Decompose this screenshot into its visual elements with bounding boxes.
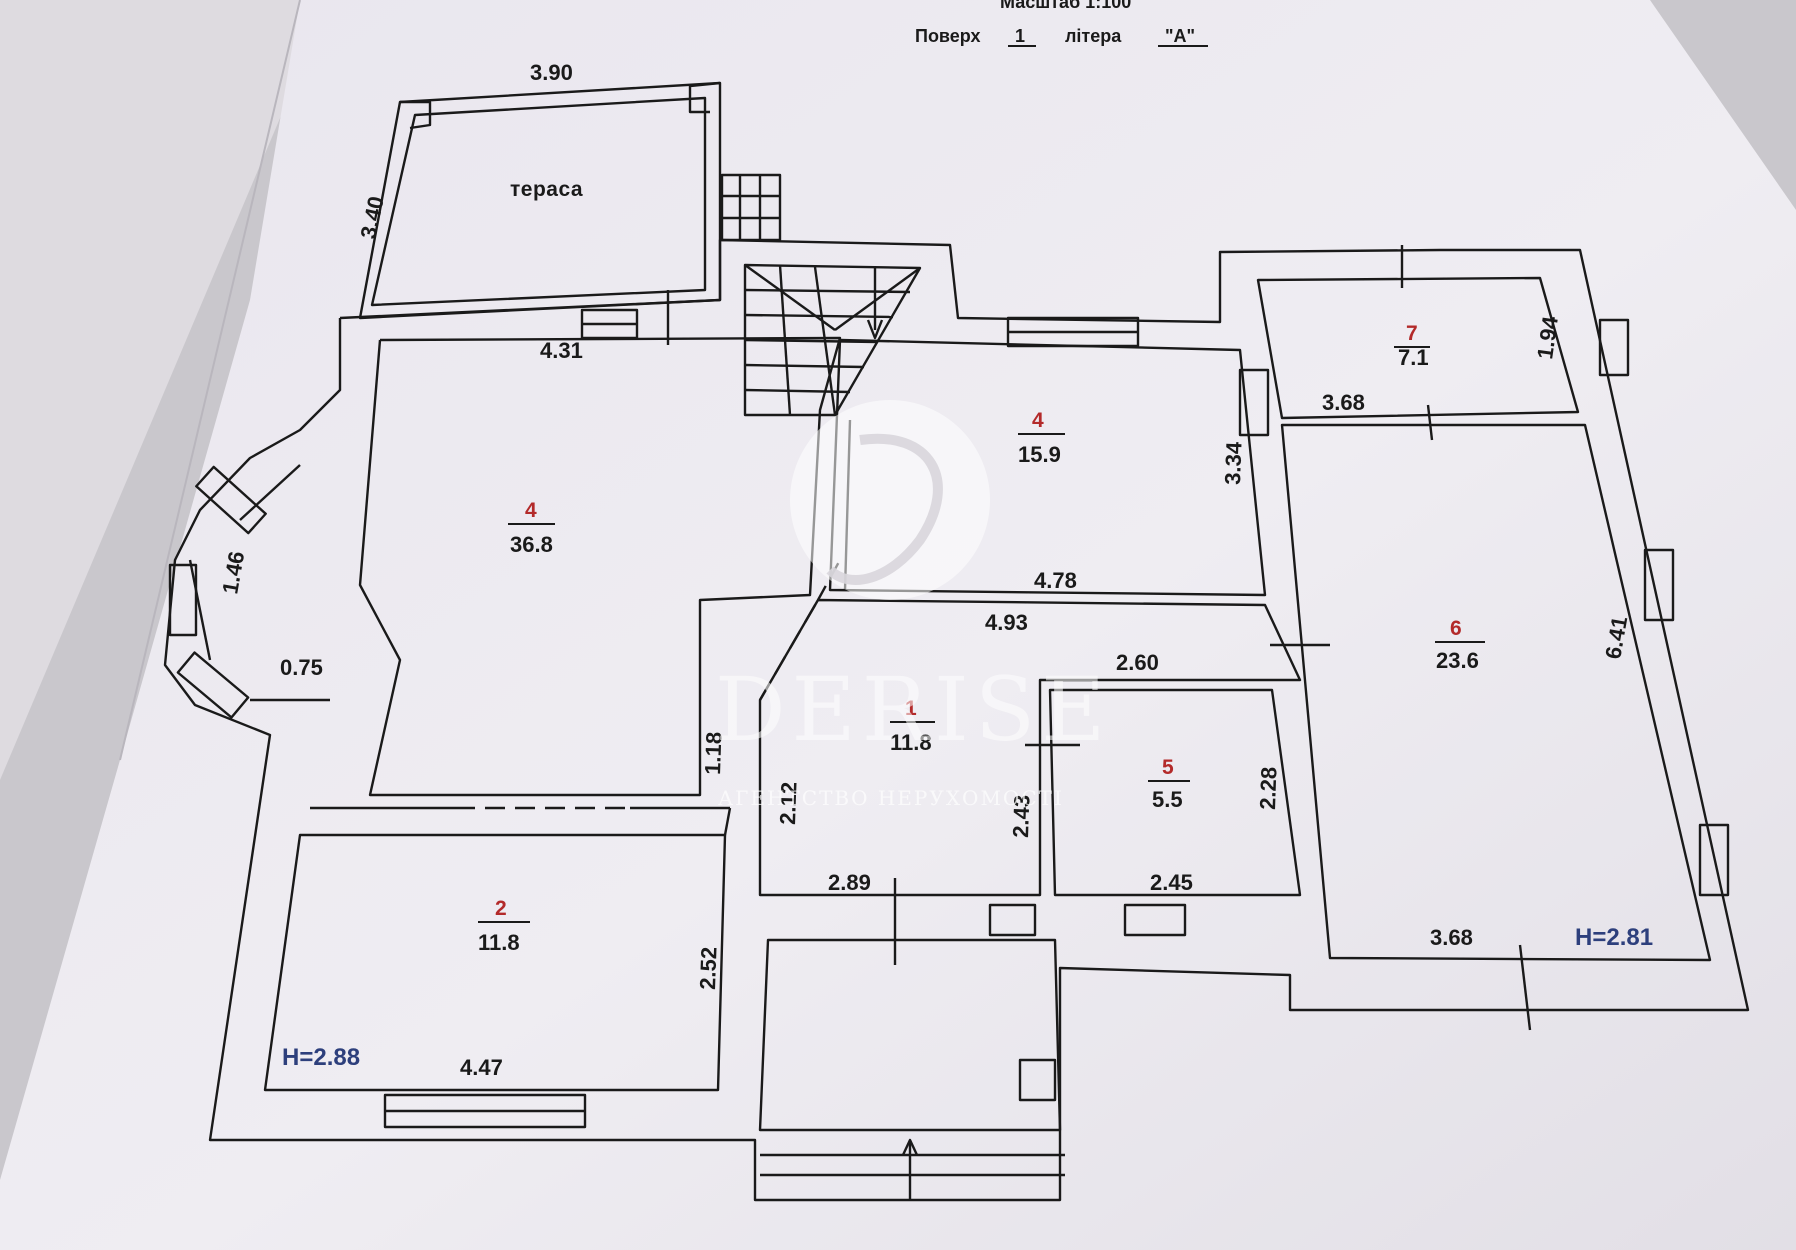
svg-text:11.8: 11.8 — [478, 930, 520, 955]
dim-terrace-width: 3.90 — [530, 60, 573, 85]
letter-label: літера — [1065, 26, 1122, 46]
dim-2-60: 2.60 — [1116, 650, 1159, 675]
dim-3-68-bottom: 3.68 — [1430, 925, 1473, 950]
dim-4-78: 4.78 — [1034, 568, 1077, 593]
sheet-edge — [119, 0, 301, 761]
floor-label: Поверх — [915, 26, 981, 46]
plan-labels: тераса 3.90 3.40 4.31 1.46 0.75 1.18 2.5… — [217, 60, 1653, 1080]
svg-text:15.9: 15.9 — [1018, 442, 1061, 467]
height-left: H=2.88 — [282, 1044, 360, 1071]
dim-3-68-top: 3.68 — [1322, 390, 1365, 415]
plan-walls — [163, 81, 1750, 1202]
dim-1-18: 1.18 — [700, 732, 726, 776]
room-label-4-small: 4 15.9 — [1018, 409, 1065, 467]
svg-text:7.1: 7.1 — [1398, 345, 1429, 370]
dim-2-45: 2.45 — [1150, 870, 1193, 895]
outer-wall — [163, 238, 1750, 1202]
room-6 — [1280, 423, 1712, 962]
room-5 — [1048, 688, 1302, 897]
terrace-label: тераса — [510, 178, 583, 201]
under-sheet — [0, 0, 330, 780]
room-1 — [758, 598, 1302, 897]
svg-text:2: 2 — [495, 897, 507, 920]
watermark-brand: DERISE — [715, 658, 1111, 761]
svg-text:11.8: 11.8 — [890, 730, 932, 755]
dim-2-89: 2.89 — [828, 870, 871, 895]
room-label-7: 7 7.1 — [1394, 322, 1430, 370]
letter-value: "А" — [1165, 26, 1195, 46]
dim-3-34: 3.34 — [1220, 441, 1247, 485]
svg-text:4: 4 — [525, 499, 537, 522]
dim-0-75: 0.75 — [280, 655, 323, 680]
svg-text:7: 7 — [1406, 322, 1418, 345]
svg-text:5: 5 — [1162, 756, 1174, 779]
room-label-5: 5 5.5 — [1148, 756, 1190, 812]
dim-2-12: 2.12 — [775, 782, 801, 826]
svg-text:36.8: 36.8 — [510, 532, 553, 557]
header: Масштаб 1:100 Поверх 1 літера "А" — [915, 0, 1208, 47]
room-label-6: 6 23.6 — [1435, 617, 1485, 673]
room-label-2: 2 11.8 — [478, 897, 530, 955]
dim-2-28: 2.28 — [1255, 767, 1281, 811]
svg-text:5.5: 5.5 — [1152, 787, 1183, 812]
scale-label: Масштаб 1:100 — [1000, 0, 1131, 12]
watermark-logo-circle — [790, 400, 990, 600]
watermark: DERISE АГЕНТСТВО НЕРУХОМОСТІ — [715, 400, 1111, 810]
room-label-4-large: 4 36.8 — [508, 499, 555, 557]
svg-text:1: 1 — [905, 697, 917, 720]
room-label-1: 1 11.8 — [890, 697, 935, 755]
svg-text:6: 6 — [1450, 617, 1462, 640]
windows — [168, 308, 1730, 1129]
dim-4-47: 4.47 — [460, 1055, 503, 1080]
room-7 — [1256, 276, 1580, 420]
watermark-logo-mark — [826, 433, 943, 585]
dim-4-93: 4.93 — [985, 610, 1028, 635]
room-2 — [263, 833, 727, 1092]
terrace-inner — [370, 96, 707, 307]
dim-2-43: 2.43 — [1008, 795, 1034, 839]
floor-value: 1 — [1015, 26, 1025, 46]
watermark-tagline: АГЕНТСТВО НЕРУХОМОСТІ — [718, 786, 1064, 810]
entrance-hall — [758, 938, 1062, 1132]
svg-text:23.6: 23.6 — [1436, 648, 1479, 673]
dim-4-31: 4.31 — [540, 338, 583, 363]
svg-text:4: 4 — [1032, 409, 1044, 432]
dim-1-94: 1.94 — [1532, 314, 1563, 361]
dim-2-52: 2.52 — [695, 947, 721, 991]
height-right: H=2.81 — [1575, 924, 1653, 951]
